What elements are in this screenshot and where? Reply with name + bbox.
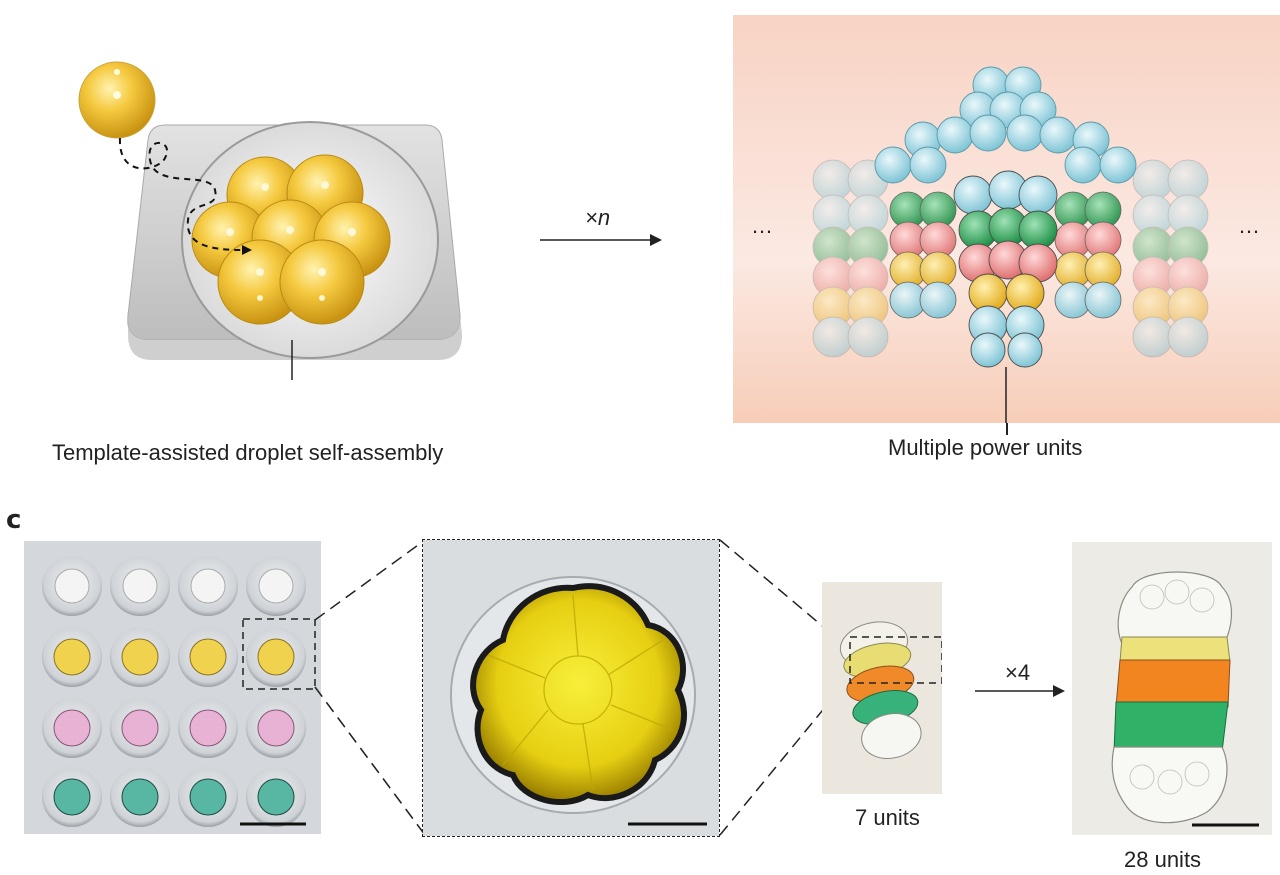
ellipsis-left: … xyxy=(751,213,773,238)
multiply-n-label: ×n xyxy=(585,205,611,230)
power-units-leader-line xyxy=(1006,423,1008,435)
power-units-illustration: … … xyxy=(733,15,1280,423)
panel-label-c: c xyxy=(6,505,22,535)
power-units-caption: Multiple power units xyxy=(888,435,1083,460)
multiply-4-label: ×4 xyxy=(1005,660,1031,685)
template-array-photo xyxy=(24,541,321,834)
template-assembly-caption: Template-assisted droplet self-assembly xyxy=(52,440,444,465)
seven-units-photo xyxy=(822,582,942,794)
twenty-eight-units-caption: 28 units xyxy=(1124,847,1202,872)
ellipsis-right: … xyxy=(1238,213,1260,238)
right-arrow-icon xyxy=(540,230,662,250)
twenty-eight-units-photo xyxy=(1072,542,1272,835)
zoomed-droplet-photo xyxy=(422,539,720,837)
right-arrow-icon-2 xyxy=(975,681,1065,701)
seven-units-caption: 7 units xyxy=(855,805,920,830)
zoom-lines-1 xyxy=(310,535,430,840)
template-assembly-illustration xyxy=(70,50,470,380)
